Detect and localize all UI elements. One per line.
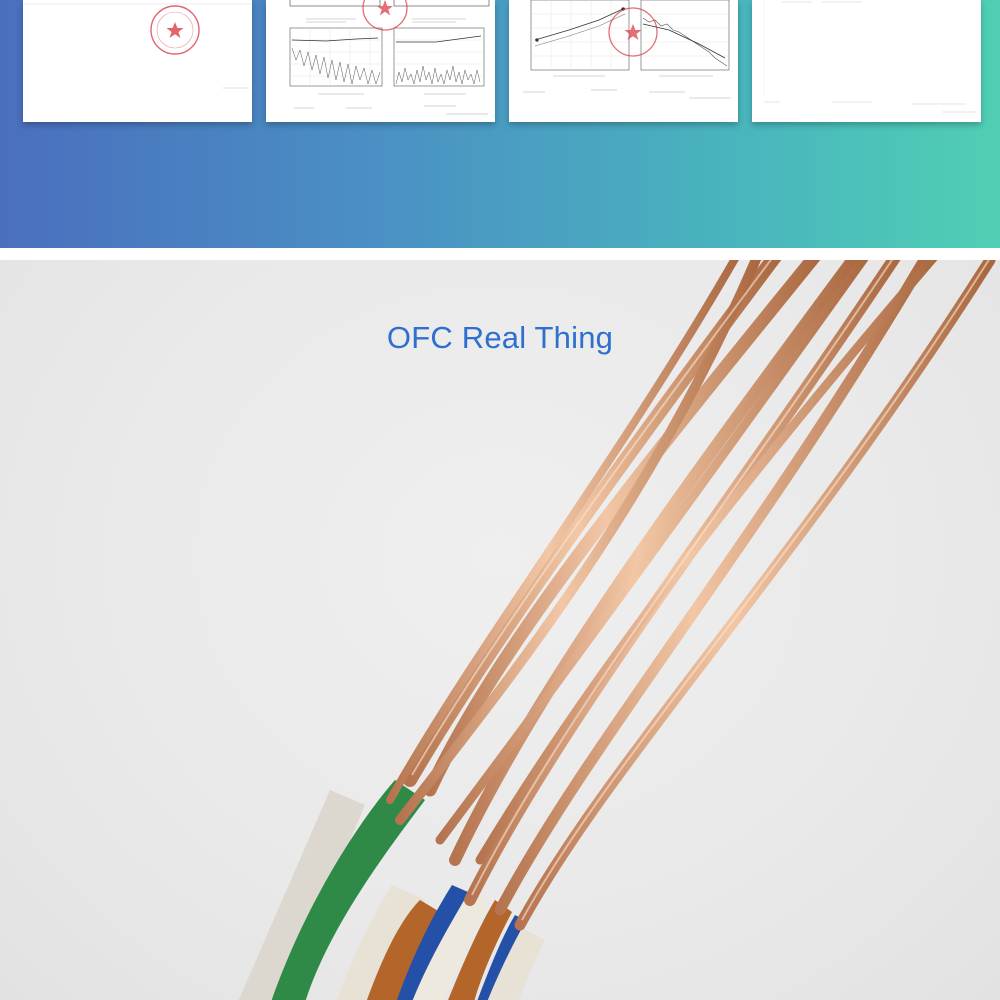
red-stamp-icon [362,0,408,31]
red-stamp-icon [150,5,200,55]
plot-panel-left [289,27,383,87]
certificate-sheet-2 [266,0,495,122]
ofc-product-photo: OFC Real Thing [0,260,1000,1000]
certificate-banner [0,0,1000,248]
section-divider [0,248,1000,260]
copper-strands [386,260,996,931]
certificate-sheet-4 [752,0,981,122]
insulated-wires [238,780,545,1000]
plot-panel-right [640,0,730,71]
copper-strands-illustration [238,260,996,1000]
plot-panel-right [393,27,485,87]
section-title: OFC Real Thing [386,320,614,355]
plot-panel-left [530,0,630,71]
certificate-sheet-3 [509,0,738,122]
red-stamp-icon [608,7,658,57]
certificate-sheet-1 [23,0,252,122]
